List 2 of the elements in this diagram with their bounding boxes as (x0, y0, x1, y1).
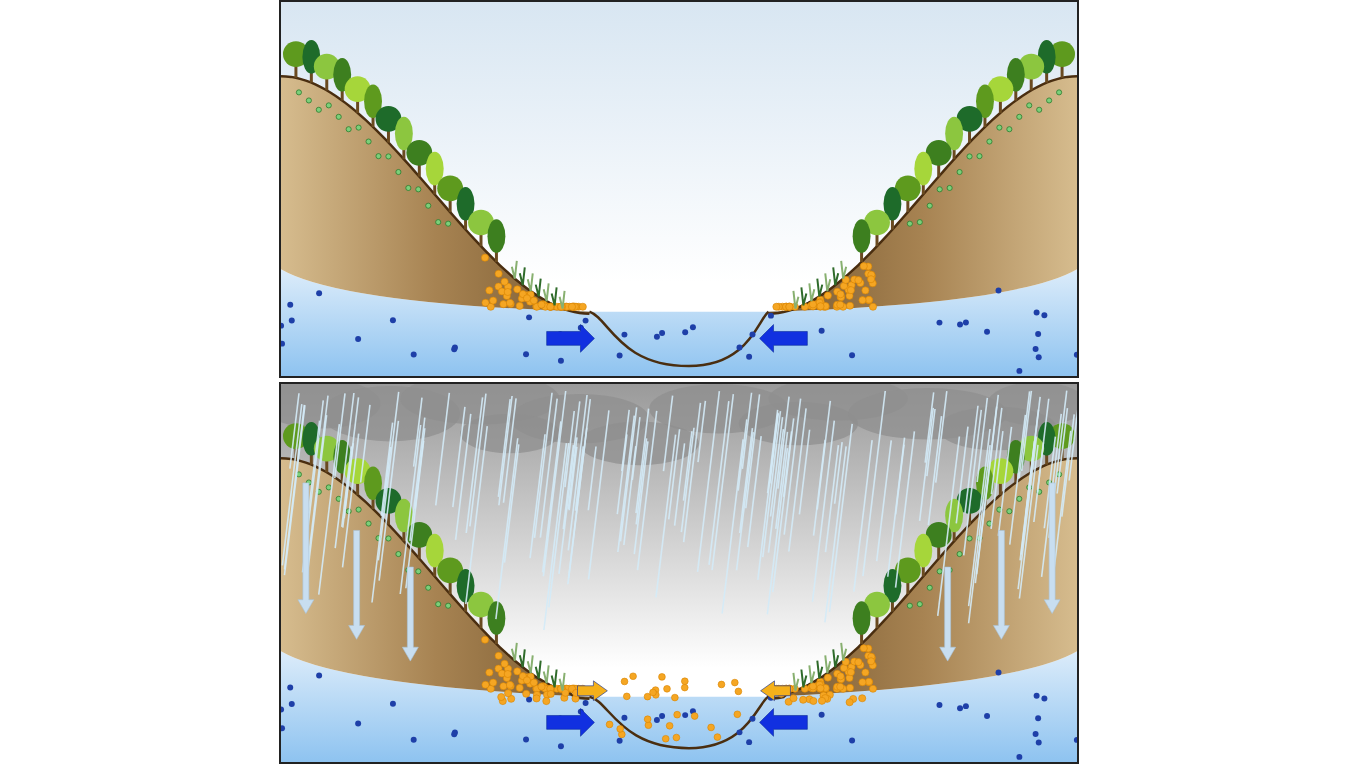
rainy-valley-drawing (279, 382, 1079, 764)
valley-drawing (279, 0, 1079, 378)
